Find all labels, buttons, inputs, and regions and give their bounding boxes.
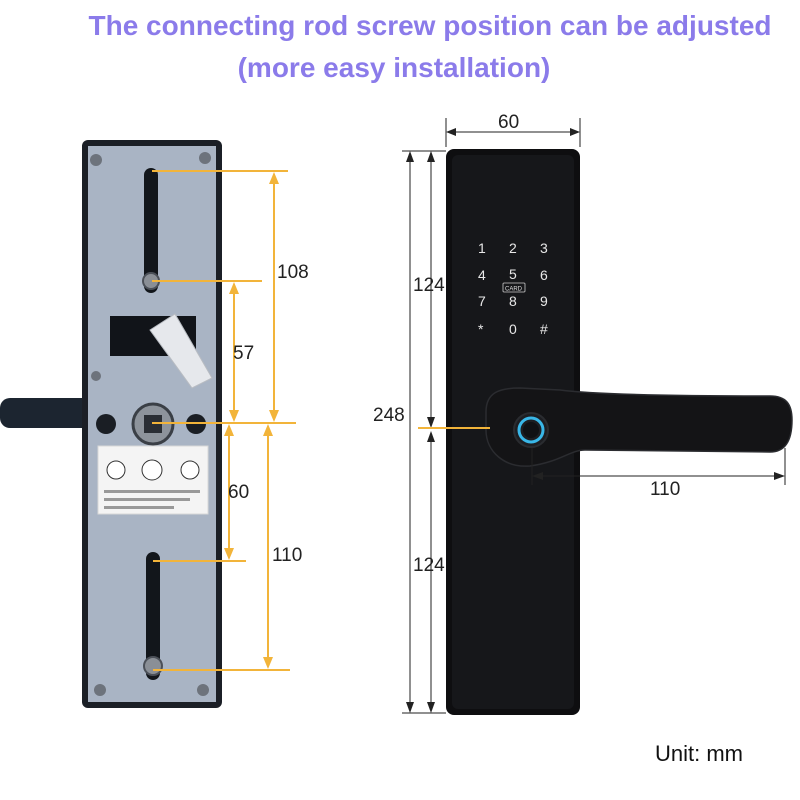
corner-screw <box>197 684 209 696</box>
dim-60-label: 60 <box>228 482 249 503</box>
keypad: 1 2 3 4 5 6 CARD 7 8 9 * 0 # <box>478 240 548 337</box>
bolt-hole <box>96 414 116 434</box>
key-6: 6 <box>540 267 548 283</box>
label-icon <box>141 459 163 481</box>
dim-110-left-label: 110 <box>272 545 302 566</box>
dim-124-top-label: 124 <box>413 275 445 296</box>
top-screw-slot <box>144 168 158 293</box>
key-0: 0 <box>509 321 517 337</box>
dim-110-handle-label: 110 <box>650 479 680 500</box>
dim-248-label: 248 <box>373 405 405 426</box>
card-label: CARD <box>505 287 523 293</box>
bottom-screw-slot <box>146 552 160 680</box>
rod-screw-bottom <box>143 656 163 676</box>
key-hash: # <box>540 321 548 337</box>
label-icon <box>180 460 200 480</box>
key-9: 9 <box>540 293 548 309</box>
fingerprint-ring-icon <box>517 416 545 444</box>
corner-screw <box>199 152 211 164</box>
key-7: 7 <box>478 293 486 309</box>
key-star: * <box>478 321 484 337</box>
label-icon <box>106 460 126 480</box>
key-4: 4 <box>478 267 486 283</box>
front-lock-view: 1 2 3 4 5 6 CARD 7 8 9 * 0 # <box>446 149 793 715</box>
title-line-2: (more easy installation) <box>237 52 551 83</box>
left-dimension-lines <box>152 170 296 671</box>
corner-screw <box>94 684 106 696</box>
connecting-rod <box>0 398 95 428</box>
dim-57-label: 57 <box>233 343 254 364</box>
key-5: 5 <box>509 266 517 282</box>
corner-screw <box>91 371 101 381</box>
dim-width-label: 60 <box>498 112 519 133</box>
dim-124-bottom-label: 124 <box>413 555 445 576</box>
door-handle <box>485 387 793 467</box>
corner-screw <box>90 154 102 166</box>
unit-label: Unit: mm <box>655 741 743 766</box>
ribbon-tag <box>149 313 213 389</box>
title-line-1: The connecting rod screw position can be… <box>88 10 772 41</box>
right-dimension-lines <box>402 118 786 714</box>
key-1: 1 <box>478 240 486 256</box>
dim-108-label: 108 <box>277 262 309 283</box>
key-2: 2 <box>509 240 517 256</box>
key-8: 8 <box>509 293 517 309</box>
key-3: 3 <box>540 240 548 256</box>
card-reader-icon <box>502 282 526 293</box>
